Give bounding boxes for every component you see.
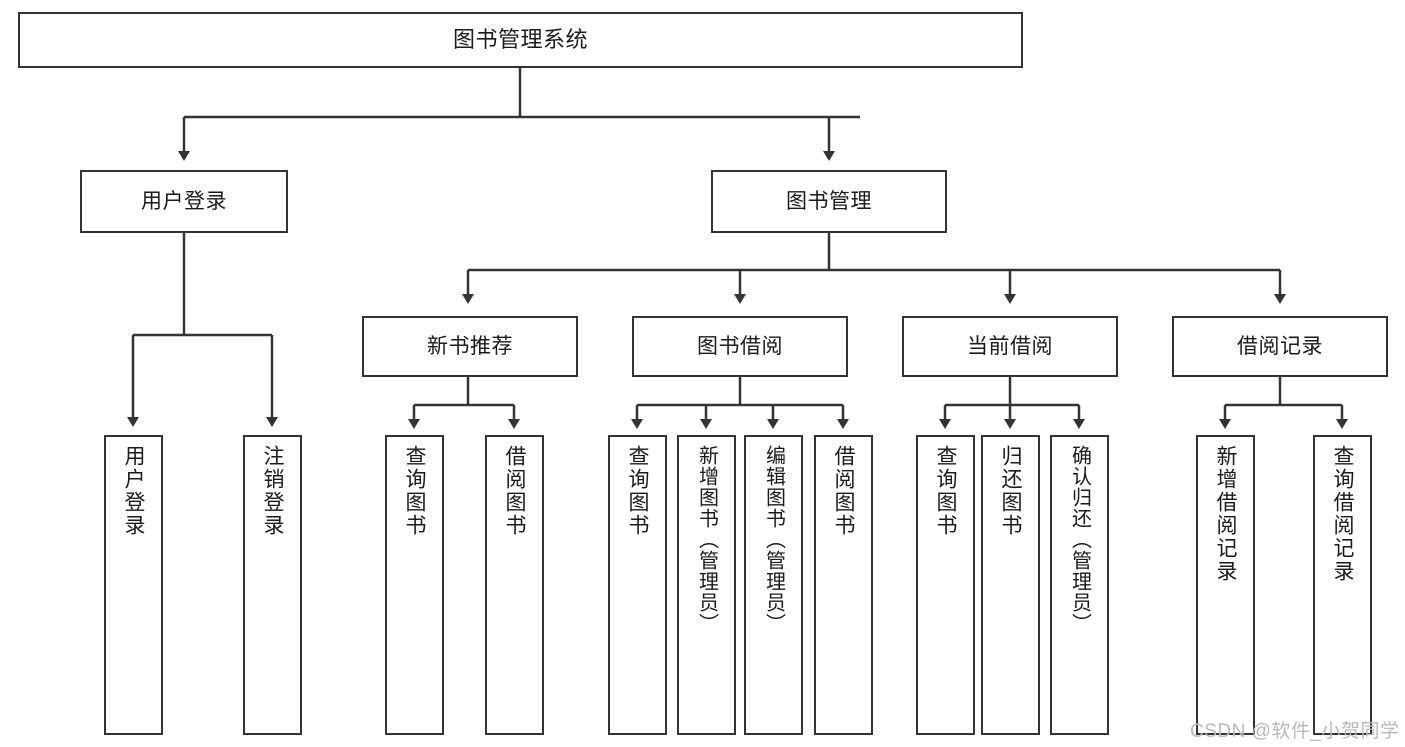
node-label: 图书管理 [786,189,872,213]
node-label: 借阅图书 [832,445,855,537]
node-label: 借阅记录 [1237,334,1323,358]
node-label: 当前借阅 [967,334,1053,358]
node-label: 新增图书（管理员） [695,445,718,634]
leaf-user-login-logout[interactable]: 注销登录 [243,435,302,735]
node-borrow-record[interactable]: 借阅记录 [1172,316,1388,377]
node-label: 图书管理系统 [452,26,588,52]
leaf-recommend-borrow-book[interactable]: 借阅图书 [485,435,544,735]
leaf-record-query-record[interactable]: 查询借阅记录 [1313,435,1372,735]
node-label: 确认归还（管理员） [1068,445,1091,634]
watermark-text: CSDN @软件_小贺同学 [1190,721,1400,742]
node-new-book-recommend[interactable]: 新书推荐 [362,316,578,377]
node-label: 查询图书 [403,445,426,537]
node-user-login[interactable]: 用户登录 [80,170,288,233]
leaf-borrow-edit-book-admin[interactable]: 编辑图书（管理员） [744,435,803,735]
leaf-borrow-borrow-book[interactable]: 借阅图书 [814,435,873,735]
leaf-user-login-login[interactable]: 用户登录 [104,435,163,735]
node-label: 用户登录 [122,445,145,537]
node-label: 查询图书 [626,445,649,537]
node-label: 图书借阅 [697,334,783,358]
leaf-record-add-record[interactable]: 新增借阅记录 [1196,435,1255,735]
leaf-current-confirm-return-admin[interactable]: 确认归还（管理员） [1050,435,1109,735]
node-book-borrow[interactable]: 图书借阅 [632,316,848,377]
node-label: 注销登录 [261,445,284,537]
node-label: 查询图书 [934,445,957,537]
node-label: 用户登录 [141,189,227,213]
node-label: 查询借阅记录 [1331,445,1354,583]
leaf-current-return-book[interactable]: 归还图书 [981,435,1040,735]
leaf-borrow-query-book[interactable]: 查询图书 [608,435,667,735]
node-book-management[interactable]: 图书管理 [711,170,947,233]
node-label: 新增借阅记录 [1214,445,1237,583]
node-label: 编辑图书（管理员） [762,445,785,634]
leaf-borrow-add-book-admin[interactable]: 新增图书（管理员） [677,435,736,735]
node-current-borrow[interactable]: 当前借阅 [902,316,1118,377]
node-label: 借阅图书 [503,445,526,537]
node-label: 归还图书 [999,445,1022,537]
node-root-system[interactable]: 图书管理系统 [18,12,1023,68]
node-label: 新书推荐 [427,334,513,358]
leaf-current-query-book[interactable]: 查询图书 [916,435,975,735]
leaf-recommend-query-book[interactable]: 查询图书 [385,435,444,735]
